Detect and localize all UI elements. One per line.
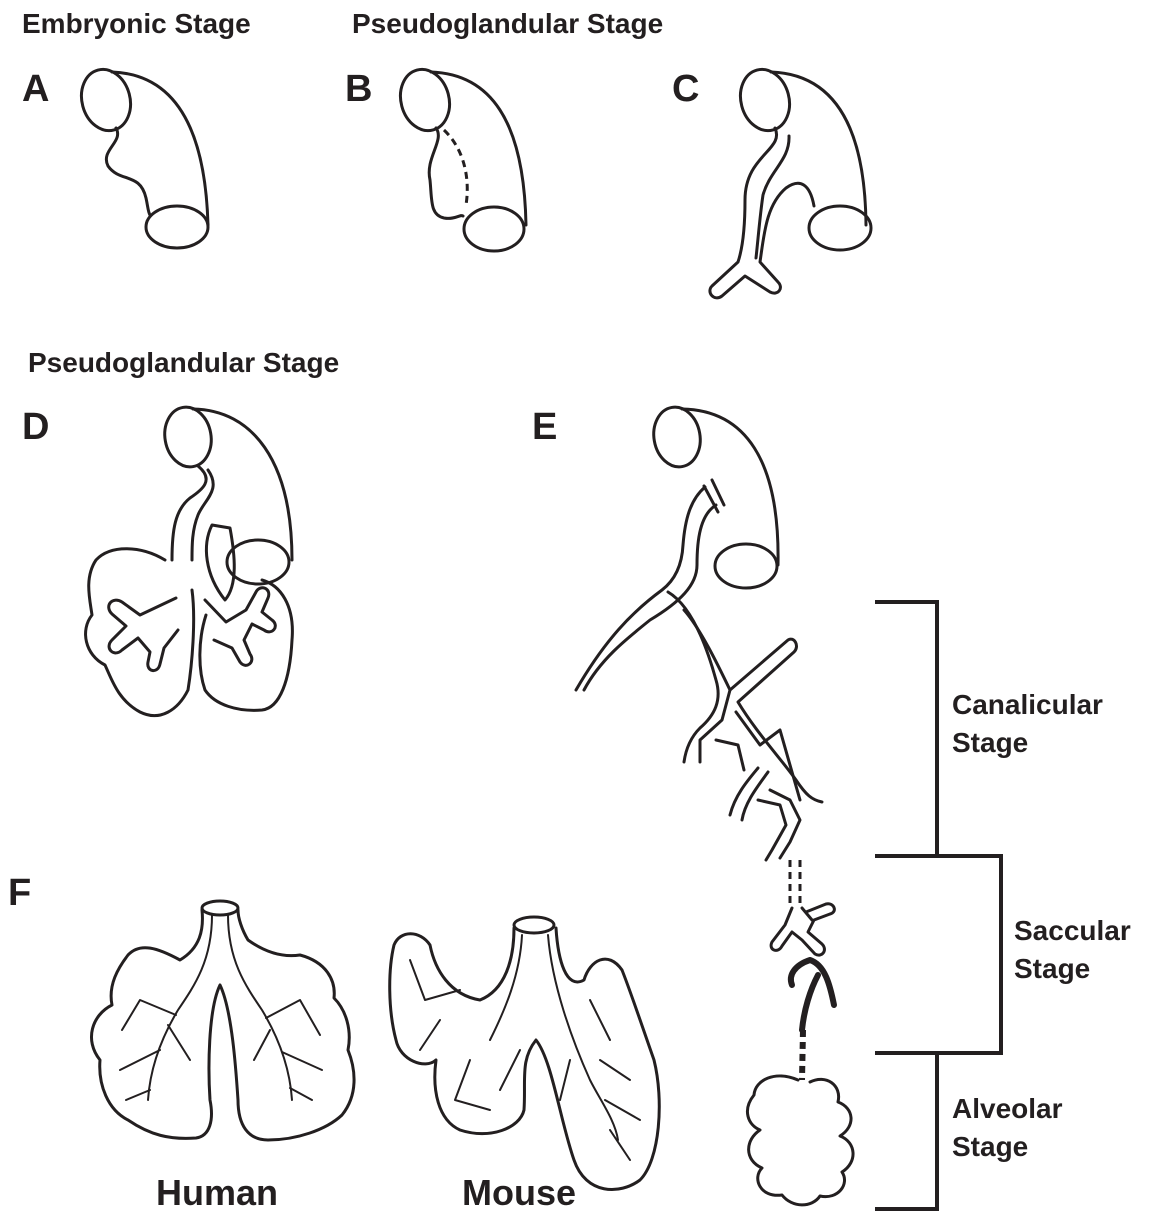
mouse-lung-drawing (390, 917, 660, 1190)
embryonic-stage-title: Embryonic Stage (22, 8, 251, 40)
alveolar-stage-label: Alveolar Stage (952, 1090, 1063, 1166)
alveolar-stage-line-2: Stage (952, 1128, 1063, 1166)
panel-label-c: C (672, 68, 699, 111)
mouse-label: Mouse (462, 1172, 576, 1214)
human-lung-drawing (91, 901, 354, 1140)
canalicular-stage-line-1: Canalicular (952, 686, 1103, 724)
canalicular-stage-label: Canalicular Stage (952, 686, 1103, 762)
canalicular-stage-line-2: Stage (952, 724, 1103, 762)
panel-label-e: E (532, 406, 557, 449)
pseudoglandular-stage-title-top: Pseudoglandular Stage (352, 8, 663, 40)
panel-c-drawing (710, 64, 871, 298)
panel-label-d: D (22, 406, 49, 449)
alveolar-stage-line-1: Alveolar (952, 1090, 1063, 1128)
panel-label-a: A (22, 68, 49, 111)
panel-d-drawing (86, 403, 293, 715)
panel-a-drawing (75, 64, 208, 248)
panel-b-drawing (394, 64, 526, 251)
saccular-stage-line-2: Stage (1014, 950, 1131, 988)
panel-e-drawing (576, 403, 853, 1204)
panel-label-f: F (8, 872, 31, 915)
saccular-stage-label: Saccular Stage (1014, 912, 1131, 988)
human-label: Human (156, 1172, 278, 1214)
saccular-stage-line-1: Saccular (1014, 912, 1131, 950)
panel-label-b: B (345, 68, 372, 111)
pseudoglandular-stage-title-middle: Pseudoglandular Stage (28, 347, 339, 379)
